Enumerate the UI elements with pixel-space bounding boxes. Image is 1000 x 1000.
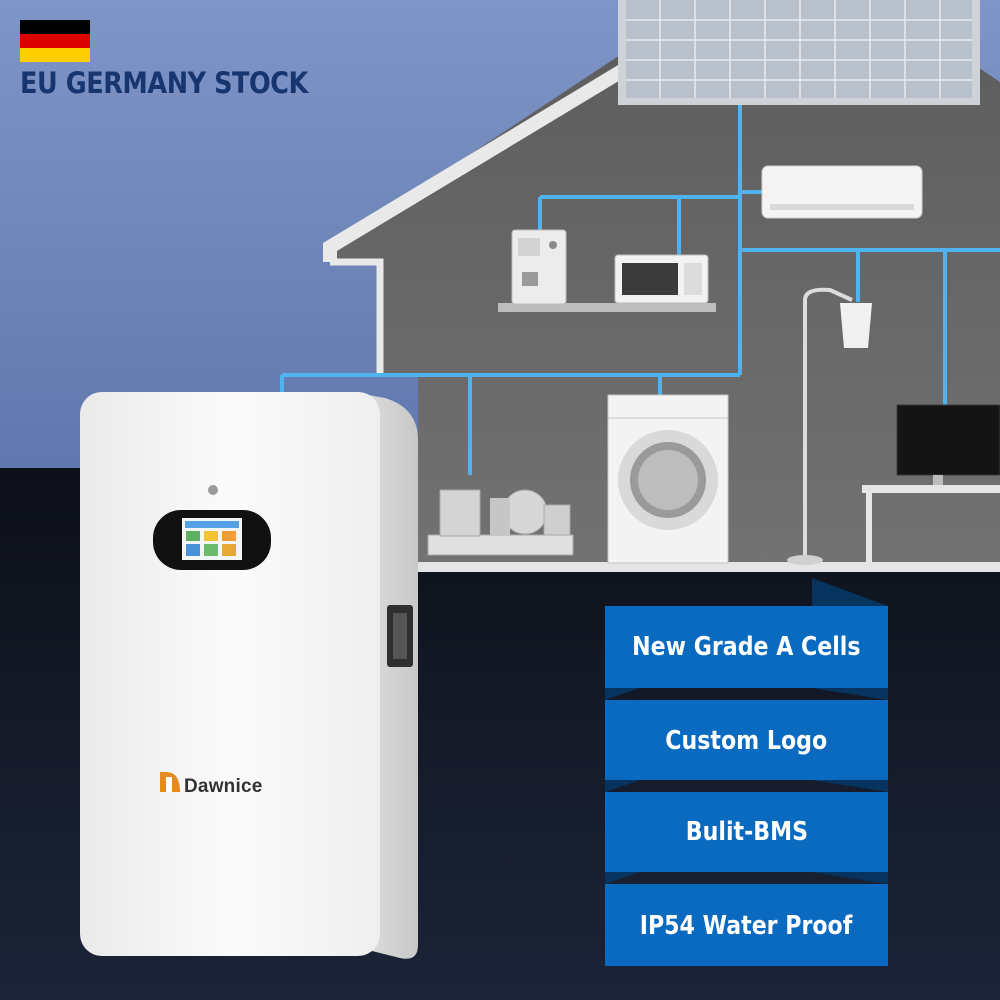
wall-outline — [330, 258, 384, 373]
germany-flag-icon — [20, 20, 90, 62]
floor-line — [418, 562, 1000, 572]
feature-badge: Custom Logo — [605, 708, 888, 774]
air-conditioner-icon — [761, 165, 923, 219]
feature-label: New Grade A Cells — [632, 632, 861, 662]
lcd-display-icon — [153, 510, 271, 570]
feature-label: Bulit-BMS — [685, 817, 808, 847]
feature-label: IP54 Water Proof — [640, 911, 853, 941]
microwave-icon — [614, 254, 709, 304]
battery-unit — [80, 392, 418, 959]
brand-name: Dawnice — [184, 776, 263, 797]
floor-lamp-icon — [787, 287, 872, 565]
stock-label: EU GERMANY STOCK — [20, 66, 308, 100]
solar-panel-icon — [618, 0, 980, 105]
ribbon-backgrounds — [605, 606, 888, 966]
dawnice-logo-icon — [160, 772, 180, 792]
wall-shelf — [498, 303, 716, 312]
roof-outline — [323, 54, 644, 262]
feature-badge: New Grade A Cells — [605, 614, 888, 680]
feature-label: Custom Logo — [665, 726, 828, 756]
feature-badge: IP54 Water Proof — [605, 893, 888, 959]
ribbon-folds — [605, 578, 888, 884]
coffee-machine-icon — [511, 229, 567, 305]
heat-pump-icon — [427, 489, 574, 556]
feature-badge: Bulit-BMS — [605, 799, 888, 865]
desk-monitor-icon — [862, 404, 1000, 563]
washing-machine-icon — [607, 394, 729, 564]
